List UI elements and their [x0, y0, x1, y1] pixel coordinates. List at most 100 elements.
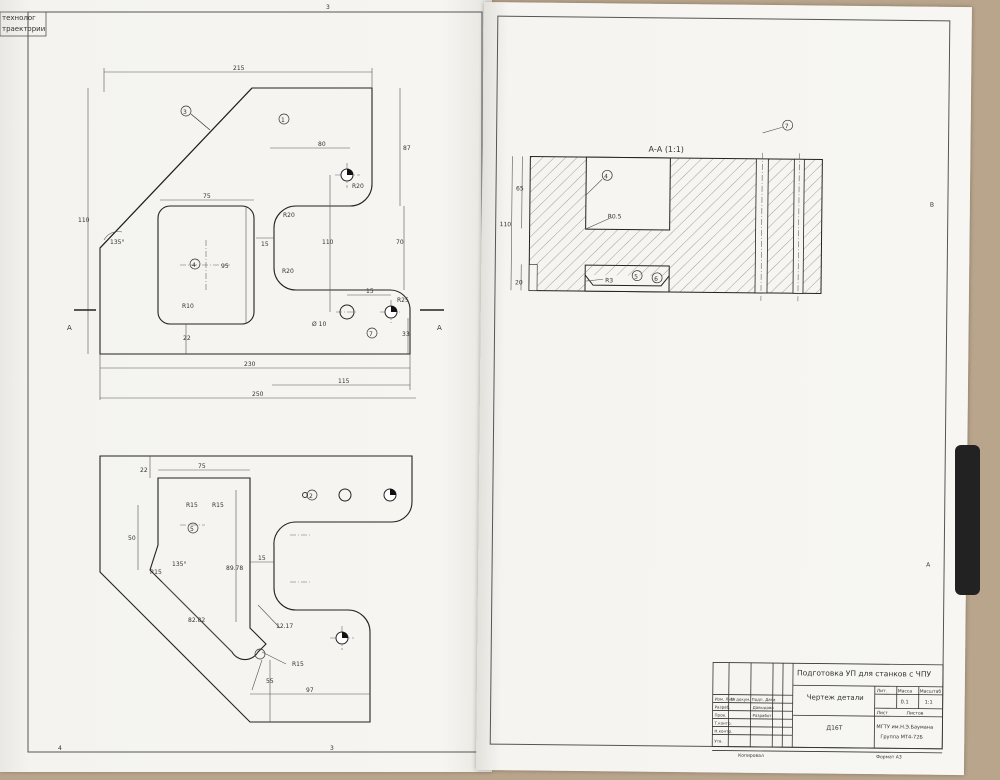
- dim-135: 135°: [110, 239, 124, 246]
- dim-250: 250: [252, 391, 264, 398]
- zone-mark: 3: [326, 4, 330, 11]
- stamp-line2: траектории: [2, 25, 45, 33]
- title-copied: Копировал: [738, 753, 764, 759]
- dim-110: 110: [78, 217, 90, 224]
- checker-name: Разработ.: [753, 713, 774, 718]
- stamp-box: [0, 11, 47, 37]
- dim-b22: 22: [140, 467, 148, 474]
- dim-22: 22: [183, 335, 191, 342]
- bottom-dimension-lines: [137, 456, 370, 722]
- title-block-grid: [711, 662, 944, 754]
- title-subtitle: Чертеж детали: [807, 693, 864, 702]
- row-label: Пров.: [715, 712, 727, 717]
- row-label: Н.контр.: [714, 728, 732, 733]
- title-material: Д16Т: [826, 725, 842, 732]
- callout-1: 1: [281, 117, 285, 124]
- dim-r20c: R20: [282, 268, 294, 275]
- callout-7: 7: [369, 331, 373, 338]
- hole-marker: [342, 632, 348, 638]
- zone-mark: 4: [58, 745, 62, 752]
- left-drawing-sheet: технолог траектории 3 4 3: [0, 0, 492, 772]
- callout-2: 2: [309, 493, 313, 500]
- section-letter-right: A: [437, 324, 442, 332]
- dim-r3: R3: [605, 277, 613, 284]
- dim-s110: 110: [500, 221, 512, 228]
- dim-r15c: R15: [150, 569, 162, 576]
- top-view-outline: [99, 87, 411, 355]
- sheet-frame: [27, 11, 483, 753]
- centre-lines: [180, 163, 402, 323]
- dim-r15b: R15: [212, 502, 224, 509]
- title-lit: Лит.: [877, 688, 887, 694]
- callout-circles: [180, 105, 378, 339]
- title-mass: 0.1: [901, 699, 909, 705]
- dim-r20a: R20: [352, 183, 364, 190]
- row-label: Т.контр.: [713, 720, 731, 725]
- desk-object: [955, 445, 980, 595]
- callout-5: 5: [190, 526, 194, 533]
- title-main: Подготовка УП для станков с ЧПУ: [797, 668, 932, 678]
- dim-phi10: Ø 10: [312, 321, 326, 328]
- top-dimension-lines: [87, 68, 416, 400]
- dim-80: 80: [318, 141, 326, 148]
- dim-r15d: R15: [292, 661, 304, 668]
- dim-s65: 65: [516, 185, 524, 192]
- section-centre-lines: [760, 152, 800, 302]
- title-org: МГТУ им.Н.Э.Баумана: [876, 724, 933, 731]
- title-sheets: Листов: [907, 710, 924, 716]
- designer-name: Давыдова: [753, 705, 775, 710]
- dim-87: 87: [403, 145, 411, 152]
- section-callout-circles: [601, 119, 794, 284]
- dim-r20b: R20: [283, 212, 295, 219]
- dim-15b: 15: [366, 288, 374, 295]
- dim-b8282: 82.82: [188, 617, 205, 624]
- dim-a135b: 135°: [172, 561, 186, 568]
- hole: [338, 488, 352, 502]
- pocket-outline: [157, 205, 255, 325]
- dim-b97: 97: [306, 687, 314, 694]
- dim-b55: 55: [266, 678, 274, 685]
- section-letter-left: A: [67, 324, 72, 332]
- row-label: Разраб.: [715, 704, 731, 709]
- hole-marker: [390, 489, 396, 495]
- hole-marker: [347, 169, 353, 175]
- dim-230: 230: [244, 361, 256, 368]
- dim-r05: R0.5: [608, 213, 622, 220]
- bottom-callout-circles: [187, 489, 318, 660]
- angle-arc: [103, 231, 123, 241]
- dim-70: 70: [396, 239, 404, 246]
- bottom-view-outline: [99, 455, 413, 723]
- zone-mark: 3: [330, 745, 334, 752]
- dim-b75: 75: [198, 463, 206, 470]
- zone-mark: B: [930, 202, 934, 209]
- dim-95: 95: [221, 263, 229, 270]
- section-dim-lines: [510, 126, 783, 291]
- callout-6: 6: [654, 276, 658, 283]
- callout-4: 4: [192, 262, 196, 269]
- callout-3: 3: [183, 109, 187, 116]
- dim-s20: 20: [515, 279, 523, 286]
- callout-5: 5: [634, 274, 638, 281]
- dim-15: 15: [261, 241, 269, 248]
- right-drawing-sheet: B A А-А (1:1): [475, 2, 972, 776]
- callout-7: 7: [785, 123, 789, 130]
- dim-b50: 50: [128, 535, 136, 542]
- bottom-centre-lines: [180, 524, 354, 650]
- dim-b1217: 12.17: [276, 623, 293, 630]
- row-label: Изм. Лист: [715, 696, 737, 701]
- hole-marker: [391, 306, 397, 312]
- title-scale-header: Масштаб: [920, 689, 942, 695]
- callout-4: 4: [604, 173, 608, 180]
- row-label: Утв.: [714, 738, 722, 743]
- title-sheet: Лист: [877, 710, 889, 716]
- hole: [339, 304, 355, 320]
- dim-r10: R10: [182, 303, 194, 310]
- title-mass-header: Масса: [898, 688, 913, 694]
- dim-115: 115: [338, 378, 350, 385]
- dim-r25: R25: [397, 297, 409, 304]
- right-sheet-drawing: B A А-А (1:1): [489, 15, 951, 760]
- section-view: [528, 155, 823, 295]
- title-format: Формат А3: [876, 754, 902, 760]
- dim-110b: 110: [322, 239, 334, 246]
- stamp-line1: технолог: [2, 14, 36, 22]
